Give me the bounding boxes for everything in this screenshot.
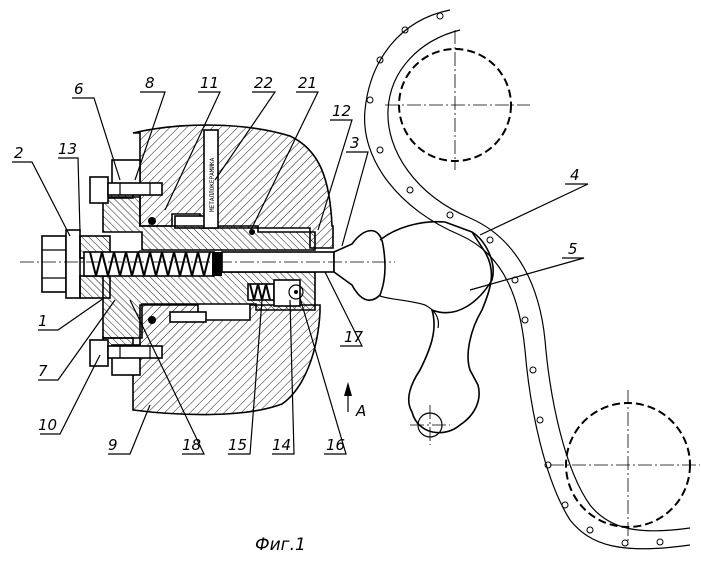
lower-sprocket bbox=[550, 390, 700, 545]
view-arrow-label: A bbox=[355, 402, 366, 420]
label-6: 6 bbox=[74, 80, 84, 98]
label-10: 10 bbox=[38, 416, 57, 434]
label-4: 4 bbox=[570, 166, 580, 184]
plunger-spring bbox=[84, 252, 222, 276]
figure-caption: Фиг.1 bbox=[255, 535, 306, 555]
label-7: 7 bbox=[38, 362, 48, 380]
label-14: 14 bbox=[272, 436, 291, 454]
label-21: 21 bbox=[298, 74, 317, 92]
label-13: 13 bbox=[58, 140, 77, 158]
label-1: 1 bbox=[38, 312, 48, 330]
label-12: 12 bbox=[332, 102, 351, 120]
insert-stamp-text: МЕТАЛЛОКЕРАМИКА bbox=[209, 157, 216, 212]
label-3: 3 bbox=[350, 134, 360, 152]
view-arrow-a: A bbox=[344, 382, 366, 420]
label-5: 5 bbox=[568, 240, 578, 258]
label-22: 22 bbox=[254, 74, 273, 92]
label-16: 16 bbox=[326, 436, 345, 454]
label-18: 18 bbox=[182, 436, 201, 454]
label-17: 17 bbox=[344, 328, 364, 346]
label-2: 2 bbox=[14, 144, 24, 162]
label-9: 9 bbox=[108, 436, 118, 454]
tensioner-shoe bbox=[380, 222, 493, 445]
label-15: 15 bbox=[228, 436, 247, 454]
upper-sprocket bbox=[385, 30, 530, 170]
timing-chain bbox=[365, 10, 690, 549]
label-11: 11 bbox=[200, 74, 219, 92]
label-8: 8 bbox=[145, 74, 155, 92]
